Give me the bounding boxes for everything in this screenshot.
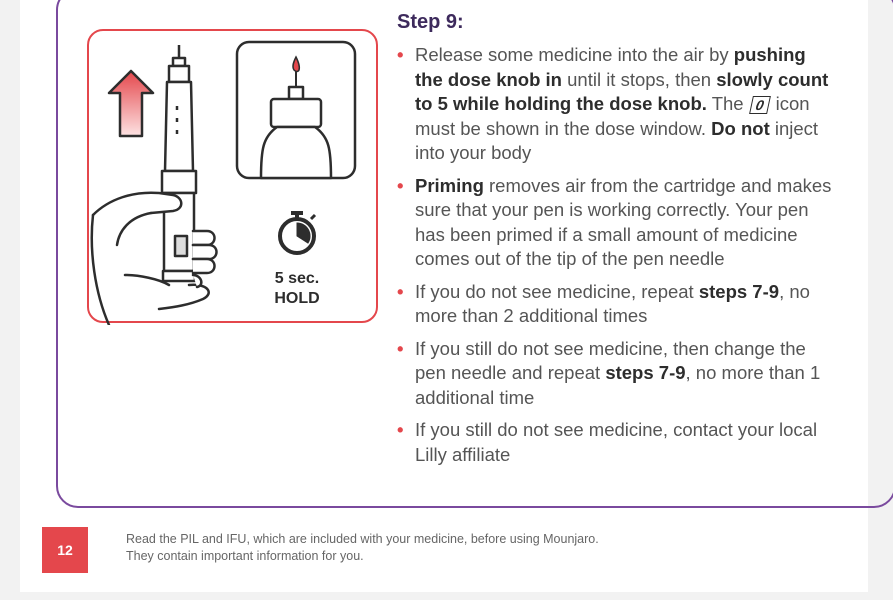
footer-line-1: Read the PIL and IFU, which are included… bbox=[126, 532, 599, 546]
instruction-text: The bbox=[706, 93, 749, 114]
pen-icon bbox=[160, 45, 198, 283]
instruction-emphasis: pushing the dose knob in bbox=[415, 44, 806, 90]
instruction-text: icon must be shown in the dose window. bbox=[415, 93, 810, 139]
page-number-badge: 12 bbox=[42, 527, 88, 573]
instruction-item: • Priming removes air from the cartridge … bbox=[397, 174, 837, 272]
instruction-emphasis: steps 7-9 bbox=[698, 280, 780, 302]
instruction-emphasis: Priming bbox=[415, 174, 484, 196]
instruction-item: • If you do not see medicine, repeat step… bbox=[397, 280, 837, 329]
step-title: Step 9: bbox=[397, 11, 464, 33]
instruction-list: • Release some medicine into the air by p… bbox=[397, 43, 837, 475]
bullet-icon: • bbox=[397, 419, 404, 440]
instruction-text: If you do not see medicine, repeat bbox=[415, 280, 699, 302]
instruction-item: • If you still do not see medicine, then … bbox=[397, 337, 837, 411]
instruction-item: • If you still do not see medicine, conta… bbox=[397, 418, 837, 467]
hold-label: HOLD bbox=[274, 290, 319, 307]
step-illustration: 5 sec. HOLD bbox=[87, 29, 378, 325]
instruction-text: inject into your body bbox=[415, 117, 819, 164]
instruction-text: until it stops, then bbox=[561, 68, 717, 90]
bullet-icon: • bbox=[397, 337, 404, 359]
instruction-text: , no more than 2 additional times bbox=[415, 280, 810, 327]
instruction-text: If you still do not see medicine, then c… bbox=[415, 337, 806, 384]
step-panel bbox=[56, 0, 893, 508]
dose-zero-icon: 0 bbox=[748, 96, 771, 114]
instruction-emphasis: slowly count to 5 while holding the dose… bbox=[415, 68, 829, 115]
needle-tip-icon bbox=[235, 40, 357, 180]
instruction-emphasis: Do not bbox=[711, 117, 770, 139]
instruction-text: removes air from the cartridge and makes… bbox=[415, 174, 832, 270]
hand-icon bbox=[90, 191, 218, 325]
bullet-icon: • bbox=[397, 44, 404, 65]
up-arrow-icon bbox=[107, 69, 155, 138]
pen-priming-illustration: 5 sec. HOLD bbox=[90, 40, 357, 325]
instruction-text: Release some medicine into the air by bbox=[415, 44, 734, 65]
bullet-icon: • bbox=[397, 174, 404, 196]
hold-time-label: 5 sec. bbox=[275, 270, 319, 287]
instruction-item: • Release some medicine into the air by p… bbox=[397, 43, 837, 166]
footer-line-2: They contain important information for y… bbox=[126, 549, 364, 563]
instruction-text: , no more than 1 additional time bbox=[415, 362, 821, 408]
instruction-text: If you still do not see medicine, contac… bbox=[415, 419, 818, 465]
stopwatch-icon bbox=[278, 211, 317, 255]
bullet-icon: • bbox=[397, 280, 404, 302]
page: 5 sec. HOLD Step 9: • Release some medici… bbox=[20, 0, 893, 592]
instruction-emphasis: steps 7-9 bbox=[605, 362, 686, 383]
footer-note: Read the PIL and IFU, which are included… bbox=[126, 531, 599, 565]
